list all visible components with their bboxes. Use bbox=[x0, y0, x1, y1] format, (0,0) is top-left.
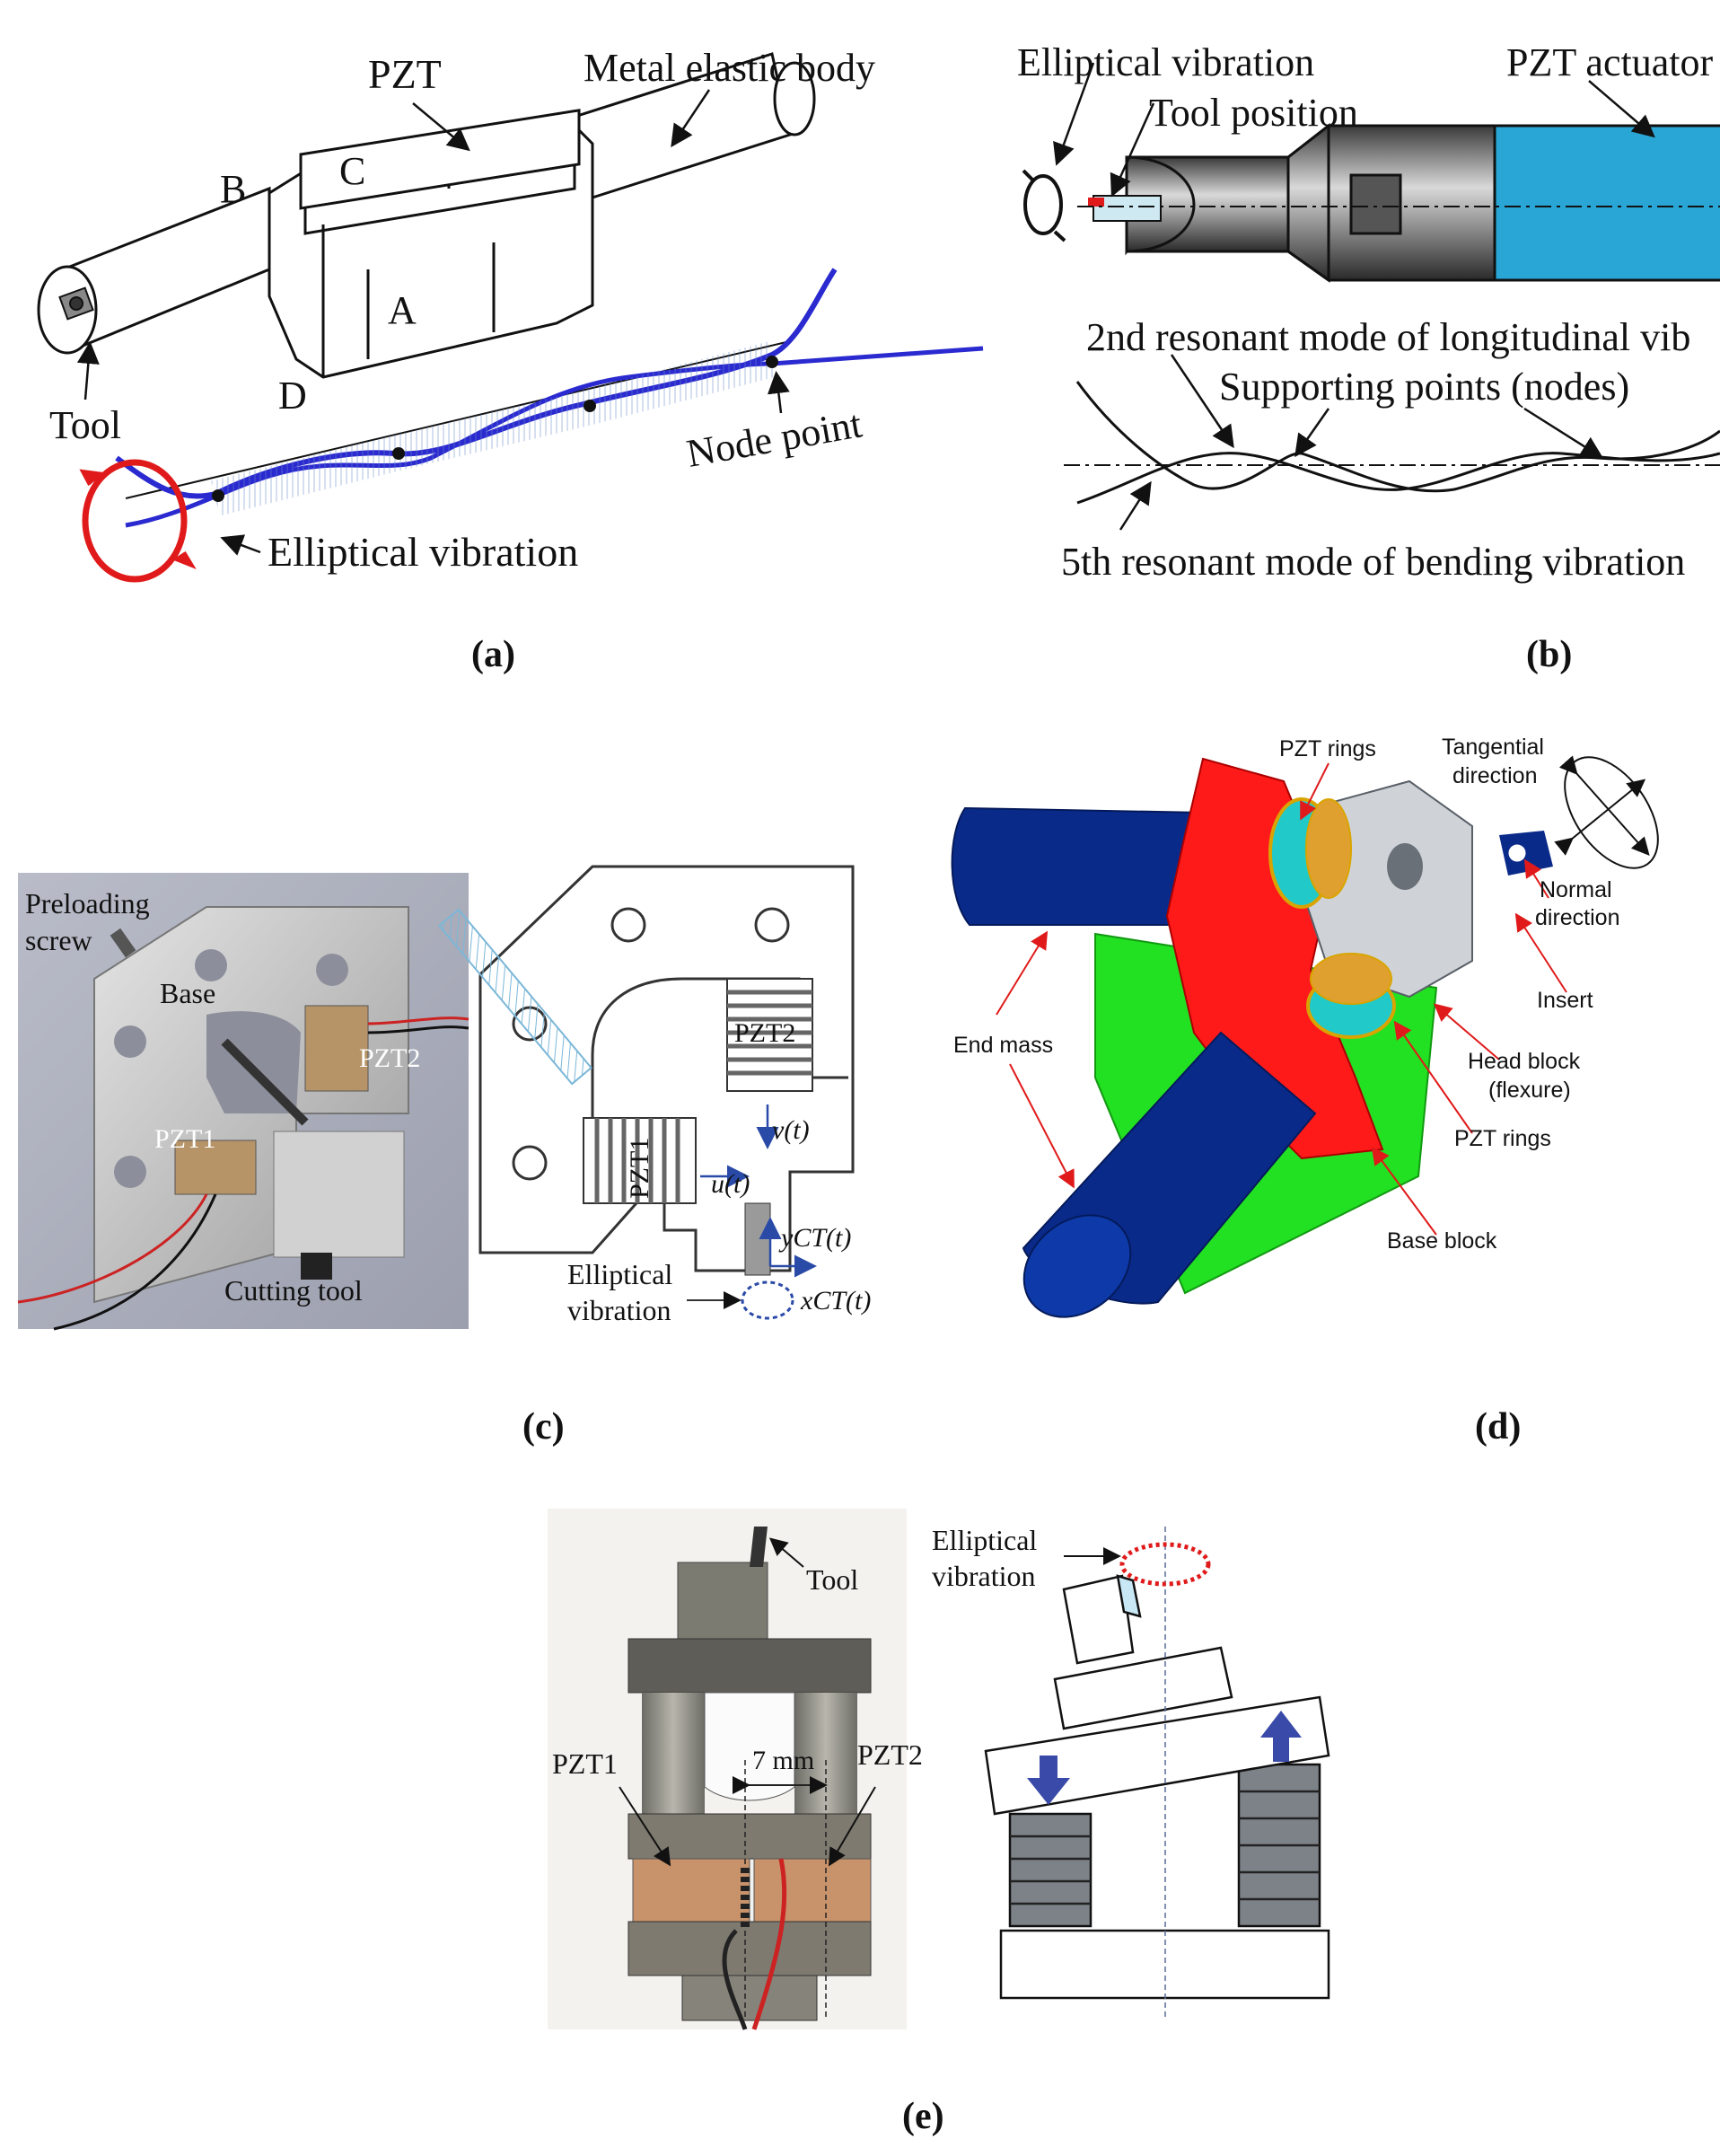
label-b: B bbox=[220, 167, 246, 211]
panel-e: Tool PZT1 PZT2 7 mm Elliptical vibration bbox=[548, 1509, 1330, 2137]
tool-icon bbox=[58, 286, 94, 321]
label-tangential-1: Tangential bbox=[1442, 735, 1544, 760]
label-elliptical-vibration-b: Elliptical vibration bbox=[1017, 40, 1314, 84]
pzt1-stack bbox=[583, 1117, 697, 1204]
panel-e-leaders bbox=[619, 1537, 876, 1867]
label-d: D bbox=[278, 374, 307, 418]
vibration-device-photo bbox=[627, 1527, 872, 2030]
pzt-actuator bbox=[1493, 124, 1720, 282]
label-head-block-2: (flexure) bbox=[1488, 1078, 1571, 1103]
label-insert: Insert bbox=[1537, 988, 1593, 1013]
pzt2-stack bbox=[726, 978, 813, 1092]
label-pzt-actuator: PZT actuator bbox=[1506, 40, 1713, 84]
elliptical-vibration-icon-c bbox=[741, 1280, 794, 1320]
caption-d: (d) bbox=[1475, 1406, 1521, 1448]
label-x-ct: xCT(t) bbox=[800, 1286, 871, 1316]
panel-c: Preloading screw Base PZT2 PZT1 Cutting … bbox=[17, 865, 871, 1448]
label-node-point: Node point bbox=[683, 401, 864, 475]
node-point-4 bbox=[766, 356, 778, 368]
metal-elastic-body bbox=[37, 52, 816, 379]
label-metal-elastic-body: Metal elastic body bbox=[584, 46, 875, 90]
label-elliptical-e-2: vibration bbox=[932, 1560, 1036, 1592]
label-7mm: 7 mm bbox=[752, 1746, 814, 1775]
panel-a: PZT Metal elastic body B C A D Tool Node… bbox=[37, 46, 984, 675]
label-y-ct: yCT(t) bbox=[778, 1223, 851, 1253]
caption-a: (a) bbox=[471, 634, 515, 675]
aluminum-fixture bbox=[17, 906, 469, 1331]
panel-b: Elliptical vibration PZT actuator Tool p… bbox=[1017, 40, 1720, 675]
label-elliptical-c-2: vibration bbox=[567, 1294, 671, 1326]
cutting-tool-schematic bbox=[744, 1202, 771, 1276]
arrow-up-icon bbox=[1260, 1711, 1302, 1762]
pzt-rings bbox=[1268, 797, 1396, 1039]
panel-c-axes bbox=[700, 1104, 817, 1278]
label-tool-e: Tool bbox=[806, 1563, 858, 1596]
label-pzt1: PZT1 bbox=[625, 1138, 654, 1199]
caption-c: (c) bbox=[522, 1406, 565, 1448]
label-pzt-rings-top: PZT rings bbox=[1279, 736, 1376, 761]
panel-e-schematic bbox=[984, 1574, 1330, 2000]
label-elliptical-vibration: Elliptical vibration bbox=[268, 529, 578, 575]
label-pzt-rings-bottom: PZT rings bbox=[1454, 1126, 1551, 1151]
label-preloading: Preloading bbox=[25, 887, 150, 920]
label-pzt2: PZT2 bbox=[734, 1018, 795, 1048]
label-base-block: Base block bbox=[1387, 1228, 1497, 1254]
label-v: v(t) bbox=[772, 1115, 810, 1145]
mode-shape-curve bbox=[115, 268, 984, 528]
tool-holder-body bbox=[1125, 122, 1496, 283]
label-longitudinal-mode: 2nd resonant mode of longitudinal vib bbox=[1086, 315, 1690, 359]
elliptical-vibration-icon-e bbox=[1119, 1542, 1211, 1587]
label-pzt2-e: PZT2 bbox=[857, 1738, 923, 1771]
panel-b-leaders bbox=[1053, 62, 1655, 198]
label-end-mass: End mass bbox=[953, 1033, 1053, 1058]
label-normal-2: direction bbox=[1535, 905, 1620, 930]
pzt1-stack-e bbox=[1008, 1812, 1093, 1928]
label-base: Base bbox=[160, 977, 215, 1009]
label-supporting-points: Supporting points (nodes) bbox=[1219, 365, 1629, 409]
node-point-2 bbox=[392, 447, 405, 460]
label-tool-position: Tool position bbox=[1149, 91, 1358, 135]
bending-mode-curve bbox=[1064, 381, 1720, 505]
label-normal-1: Normal bbox=[1540, 877, 1612, 902]
direction-ellipse bbox=[1554, 755, 1659, 869]
label-pzt1-e: PZT1 bbox=[552, 1747, 618, 1780]
node-point-1 bbox=[212, 489, 224, 502]
caption-b: (b) bbox=[1526, 634, 1572, 675]
panel-a-leaders bbox=[76, 89, 790, 556]
caption-e: (e) bbox=[902, 2096, 944, 2137]
arrow-down-icon bbox=[1027, 1756, 1070, 1805]
label-u: u(t) bbox=[711, 1169, 750, 1199]
label-bending-mode: 5th resonant mode of bending vibration bbox=[1061, 540, 1685, 584]
label-elliptical-e-1: Elliptical bbox=[932, 1524, 1037, 1556]
end-mass-top bbox=[951, 806, 1204, 926]
label-cutting-tool: Cutting tool bbox=[224, 1274, 363, 1307]
label-elliptical-c-1: Elliptical bbox=[567, 1258, 672, 1290]
panel-b-leaders-2 bbox=[1119, 354, 1604, 531]
label-pzt: PZT bbox=[368, 51, 442, 97]
pzt2-stack-e bbox=[1237, 1763, 1321, 1928]
panel-c-schematic bbox=[478, 865, 855, 1272]
label-a: A bbox=[388, 288, 417, 332]
label-tool: Tool bbox=[49, 403, 121, 447]
elliptical-vibration-icon bbox=[79, 459, 197, 583]
label-c: C bbox=[339, 149, 365, 193]
label-pzt1-photo: PZT1 bbox=[154, 1124, 215, 1154]
label-screw: screw bbox=[25, 924, 92, 956]
node-point-3 bbox=[584, 400, 596, 412]
elliptical-vibration-icon-b bbox=[1022, 169, 1066, 242]
panel-d: PZT rings Tangential direction Normal di… bbox=[951, 735, 1659, 1448]
label-pzt2-photo: PZT2 bbox=[359, 1043, 420, 1073]
label-tangential-2: direction bbox=[1452, 763, 1538, 788]
label-head-block-1: Head block bbox=[1468, 1049, 1581, 1074]
panel-d-leaders bbox=[996, 762, 1567, 1236]
